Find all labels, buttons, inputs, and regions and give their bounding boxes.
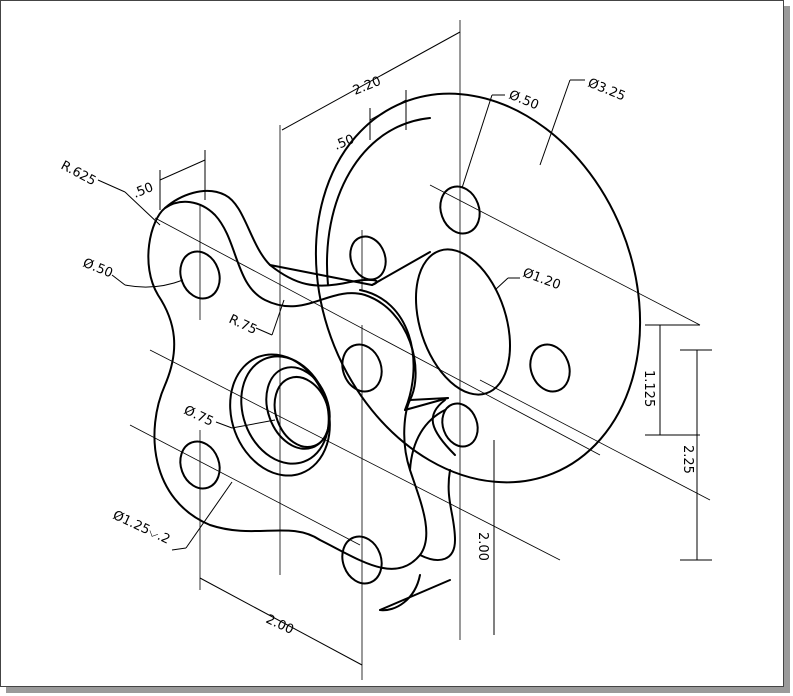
dia75-label: Ø.75 — [181, 403, 215, 430]
r75-label: R.75 — [226, 312, 259, 338]
cbore-label: Ø1.25⌵.2 — [110, 508, 172, 548]
d1125-label: 1.125 — [641, 370, 656, 407]
drawing-sheet — [0, 0, 784, 687]
hub — [359, 248, 512, 411]
dia120-label: Ø1.20 — [521, 266, 563, 293]
d200-vert-label: 2.00 — [475, 532, 490, 561]
d50-top-label: .50 — [332, 132, 357, 154]
front-plate — [147, 190, 456, 612]
bolt-holes — [179, 185, 571, 585]
dimension-lines — [97, 31, 712, 666]
d225-label: 2.25 — [680, 445, 695, 474]
counterbore — [229, 353, 331, 477]
d200-bottom-label: 2.00 — [263, 612, 296, 638]
dia50-left-label: Ø.50 — [81, 256, 115, 281]
dia325-label: Ø3.25 — [586, 76, 628, 105]
dia50-right-label: Ø.50 — [507, 88, 541, 113]
r625-label: R.625 — [58, 158, 98, 189]
d220-label: 2.20 — [351, 74, 383, 99]
d50-topleft-label: .50 — [131, 180, 156, 202]
flange — [314, 92, 642, 484]
centerlines — [129, 20, 711, 680]
